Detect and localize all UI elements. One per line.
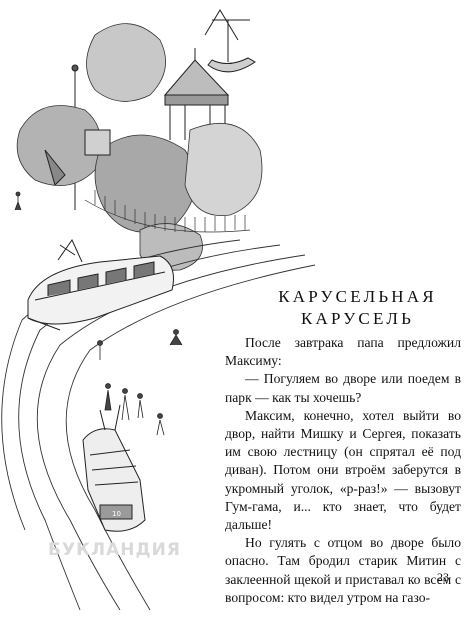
tram-lower — [82, 404, 146, 532]
tram-upper — [27, 238, 174, 331]
chapter-title-line1: КАРУСЕЛЬНАЯ — [278, 287, 437, 306]
chapter-title: КАРУСЕЛЬНАЯ КАРУСЕЛЬ — [250, 286, 465, 330]
paragraph: — Погуляем во дворе или поедем в парк — … — [225, 371, 461, 405]
tram-number-label: 10 — [112, 510, 121, 518]
park-fence — [84, 190, 251, 233]
pedestrians — [14, 191, 183, 436]
trees — [16, 23, 263, 271]
kiosk — [84, 129, 111, 156]
watermark-logo: БУКЛАНДИЯ — [48, 540, 181, 560]
body-text: После завтрака папа предложил Максиму: —… — [225, 334, 461, 607]
paragraph: Но гулять с отцом во дворе было опасно. … — [225, 535, 461, 605]
page-number: 23 — [437, 570, 449, 584]
swing-boat — [204, 9, 256, 73]
carousel-pavilion — [163, 48, 230, 140]
slide — [44, 149, 66, 186]
paragraph: После завтрака папа предложил Максиму: — [225, 335, 461, 369]
paragraph: Максим, конечно, хотел выйти во двор, на… — [225, 407, 461, 533]
chapter-title-line2: КАРУСЕЛЬ — [300, 309, 415, 328]
